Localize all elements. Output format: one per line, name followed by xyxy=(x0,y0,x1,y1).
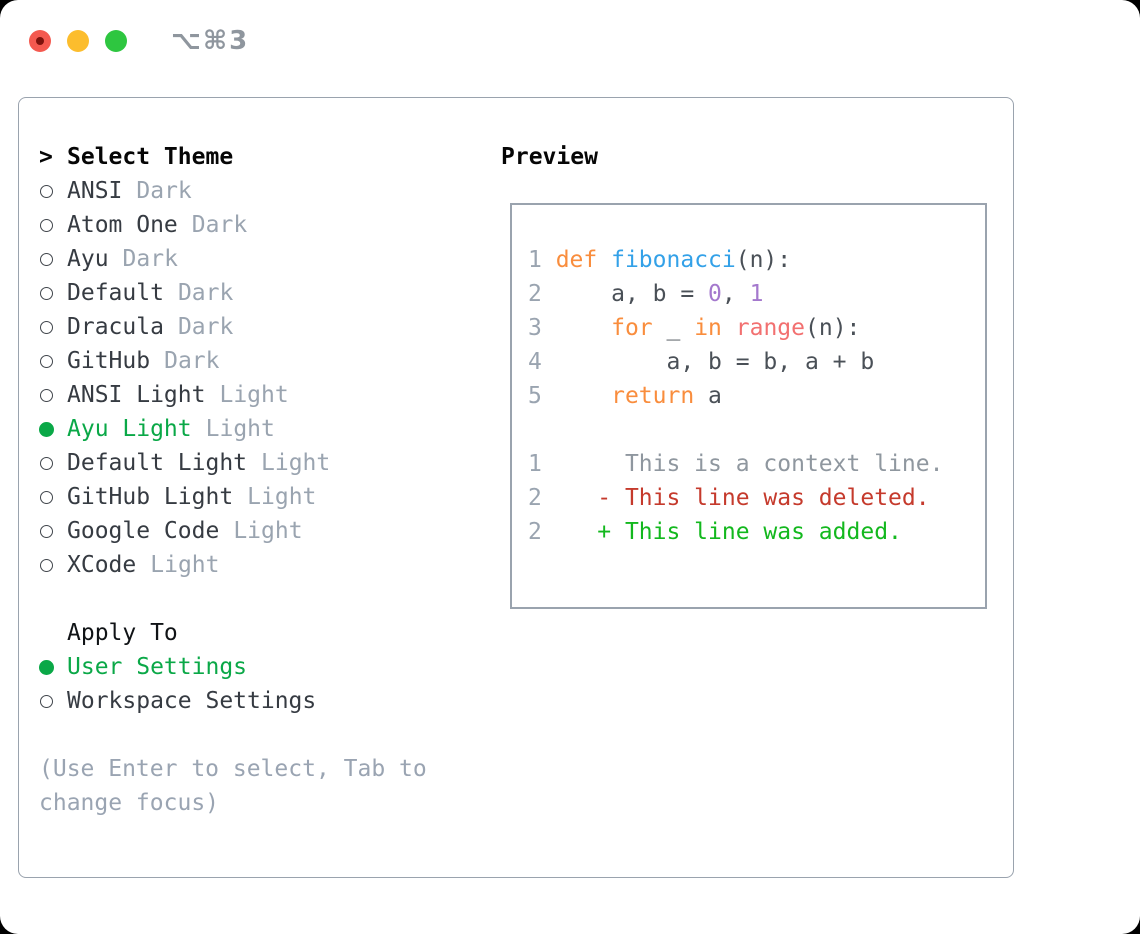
option-label: Default xyxy=(67,280,164,306)
option-variant-label: Dark xyxy=(177,280,234,306)
theme-option[interactable]: ANSI Dark xyxy=(39,174,469,208)
code-preview: 1 def fibonacci(n): 2 a, b = 0, 1 3 for _ … xyxy=(512,205,985,549)
option-variant-label: Light xyxy=(219,382,289,408)
radio-icon xyxy=(39,276,67,310)
option-label: ANSI Light xyxy=(67,382,206,408)
theme-option[interactable]: Atom One Dark xyxy=(39,208,469,242)
option-label: User Settings xyxy=(67,654,248,680)
theme-option[interactable]: Ayu Dark xyxy=(39,242,469,276)
code-line: 4 a, b = b, a + b xyxy=(528,349,875,375)
theme-option[interactable]: GitHub Light Light xyxy=(39,480,469,514)
option-variant-label: Light xyxy=(247,484,317,510)
option-variant-label: Dark xyxy=(136,178,192,204)
option-label: ANSI xyxy=(67,178,123,204)
spacer xyxy=(39,582,469,616)
close-button[interactable] xyxy=(29,30,51,52)
select-theme-header: > Select Theme xyxy=(39,140,469,174)
option-label: Google Code xyxy=(67,518,220,544)
code-line: 3 for _ in range(n): xyxy=(528,315,861,341)
option-label: GitHub xyxy=(67,348,151,374)
section-title: Select Theme xyxy=(67,144,234,170)
theme-option[interactable]: Google Code Light xyxy=(39,514,469,548)
radio-selected-icon xyxy=(39,412,67,446)
code-line: 2 a, b = 0, 1 xyxy=(528,281,764,307)
radio-icon xyxy=(39,208,67,242)
option-variant-label: Light xyxy=(233,518,303,544)
apply-to-header: Apply To xyxy=(39,616,469,650)
radio-icon xyxy=(39,548,67,582)
theme-option[interactable]: ANSI Light Light xyxy=(39,378,469,412)
radio-icon xyxy=(39,514,67,548)
theme-option[interactable]: GitHub Dark xyxy=(39,344,469,378)
option-variant-label: Dark xyxy=(164,348,220,374)
spacer xyxy=(39,718,469,752)
apply-option[interactable]: User Settings xyxy=(39,650,469,684)
option-label: Atom One xyxy=(67,212,178,238)
radio-icon xyxy=(39,684,67,718)
radio-icon xyxy=(39,242,67,276)
code-line: 2 - This line was deleted. xyxy=(528,485,930,511)
option-variant-label: Dark xyxy=(177,314,234,340)
option-variant-label: Dark xyxy=(191,212,248,238)
apply-to-title: Apply To xyxy=(67,620,178,646)
radio-icon xyxy=(39,446,67,480)
theme-option[interactable]: XCode Light xyxy=(39,548,469,582)
option-label: Ayu Light xyxy=(67,416,192,442)
radio-icon xyxy=(39,310,67,344)
radio-icon xyxy=(39,174,67,208)
titlebar: ⌥⌘3 xyxy=(29,26,249,56)
option-label: Ayu xyxy=(67,246,109,272)
option-variant-label: Light xyxy=(261,450,331,476)
theme-option[interactable]: Dracula Dark xyxy=(39,310,469,344)
theme-option[interactable]: Default Light Light xyxy=(39,446,469,480)
radio-icon xyxy=(39,344,67,378)
radio-selected-icon xyxy=(39,650,67,684)
window-title: ⌥⌘3 xyxy=(171,26,250,56)
theme-option[interactable]: Default Dark xyxy=(39,276,469,310)
radio-icon xyxy=(39,480,67,514)
preview-box: 1 def fibonacci(n): 2 a, b = 0, 1 3 for _ … xyxy=(510,203,987,609)
code-line: 2 + This line was added. xyxy=(528,519,902,545)
apply-option[interactable]: Workspace Settings xyxy=(39,684,469,718)
radio-icon xyxy=(39,378,67,412)
theme-option[interactable]: Ayu Light Light xyxy=(39,412,469,446)
prompt-icon: > xyxy=(39,144,53,170)
option-label: Workspace Settings xyxy=(67,688,317,714)
option-label: Default Light xyxy=(67,450,248,476)
marker-spacer xyxy=(39,616,67,650)
code-line xyxy=(528,413,985,447)
option-variant-label: Light xyxy=(205,416,275,442)
close-dot-icon xyxy=(36,37,44,45)
option-variant-label: Light xyxy=(150,552,220,578)
preview-title: Preview xyxy=(501,144,598,170)
code-line: 1 def fibonacci(n): xyxy=(528,247,792,273)
code-line: 5 return a xyxy=(528,383,722,409)
code-line: 1 This is a context line. xyxy=(528,451,944,477)
option-label: Dracula xyxy=(67,314,164,340)
hint-text: (Use Enter to select, Tab to change focu… xyxy=(39,756,427,816)
maximize-button[interactable] xyxy=(105,30,127,52)
option-label: XCode xyxy=(67,552,137,578)
option-variant-label: Dark xyxy=(122,246,178,272)
option-label: GitHub Light xyxy=(67,484,234,510)
minimize-button[interactable] xyxy=(67,30,89,52)
